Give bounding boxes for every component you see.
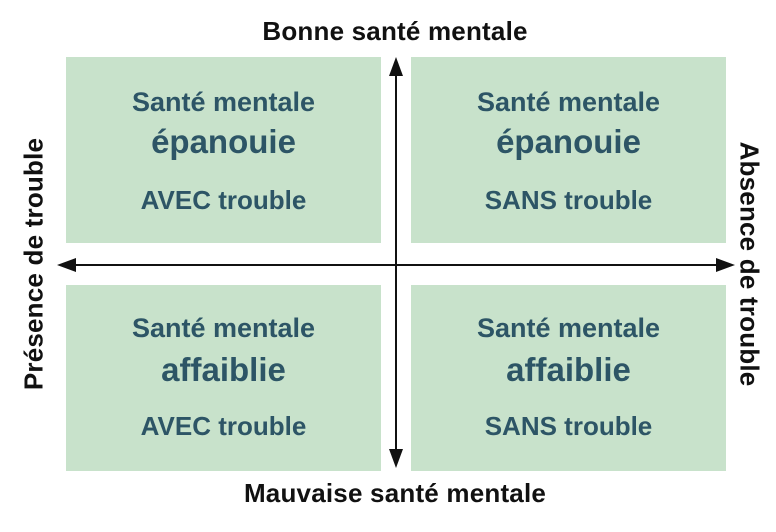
quadrant-line2: affaiblie xyxy=(161,351,286,388)
quadrant-bottom-right: Santé mentale affaiblie SANS trouble xyxy=(411,285,726,471)
axis-label-top: Bonne santé mentale xyxy=(262,16,528,46)
arrow-up-icon xyxy=(389,57,403,76)
arrow-down-icon xyxy=(389,449,403,468)
quadrant-line3: SANS trouble xyxy=(484,411,653,441)
quadrant-top-right: Santé mentale épanouie SANS trouble xyxy=(411,57,726,243)
quadrant-top-left: Santé mentale épanouie AVEC trouble xyxy=(66,57,381,243)
arrow-right-icon xyxy=(716,258,735,272)
quadrant-line3: AVEC trouble xyxy=(140,185,307,215)
quadrant-line1: Santé mentale xyxy=(131,87,316,117)
quadrant-line1: Santé mentale xyxy=(476,313,661,343)
arrow-left-icon xyxy=(57,258,76,272)
quadrant-line2: épanouie xyxy=(496,123,641,160)
quadrant-line3: AVEC trouble xyxy=(140,411,307,441)
quadrant-line2: épanouie xyxy=(151,123,296,160)
quadrant-bottom-left: Santé mentale affaiblie AVEC trouble xyxy=(66,285,381,471)
quadrant-line1: Santé mentale xyxy=(476,87,661,117)
axis-label-bottom: Mauvaise santé mentale xyxy=(243,478,547,508)
quadrant-line2: affaiblie xyxy=(506,351,631,388)
quadrant-line3: SANS trouble xyxy=(484,185,653,215)
quadrant-line1: Santé mentale xyxy=(131,313,316,343)
